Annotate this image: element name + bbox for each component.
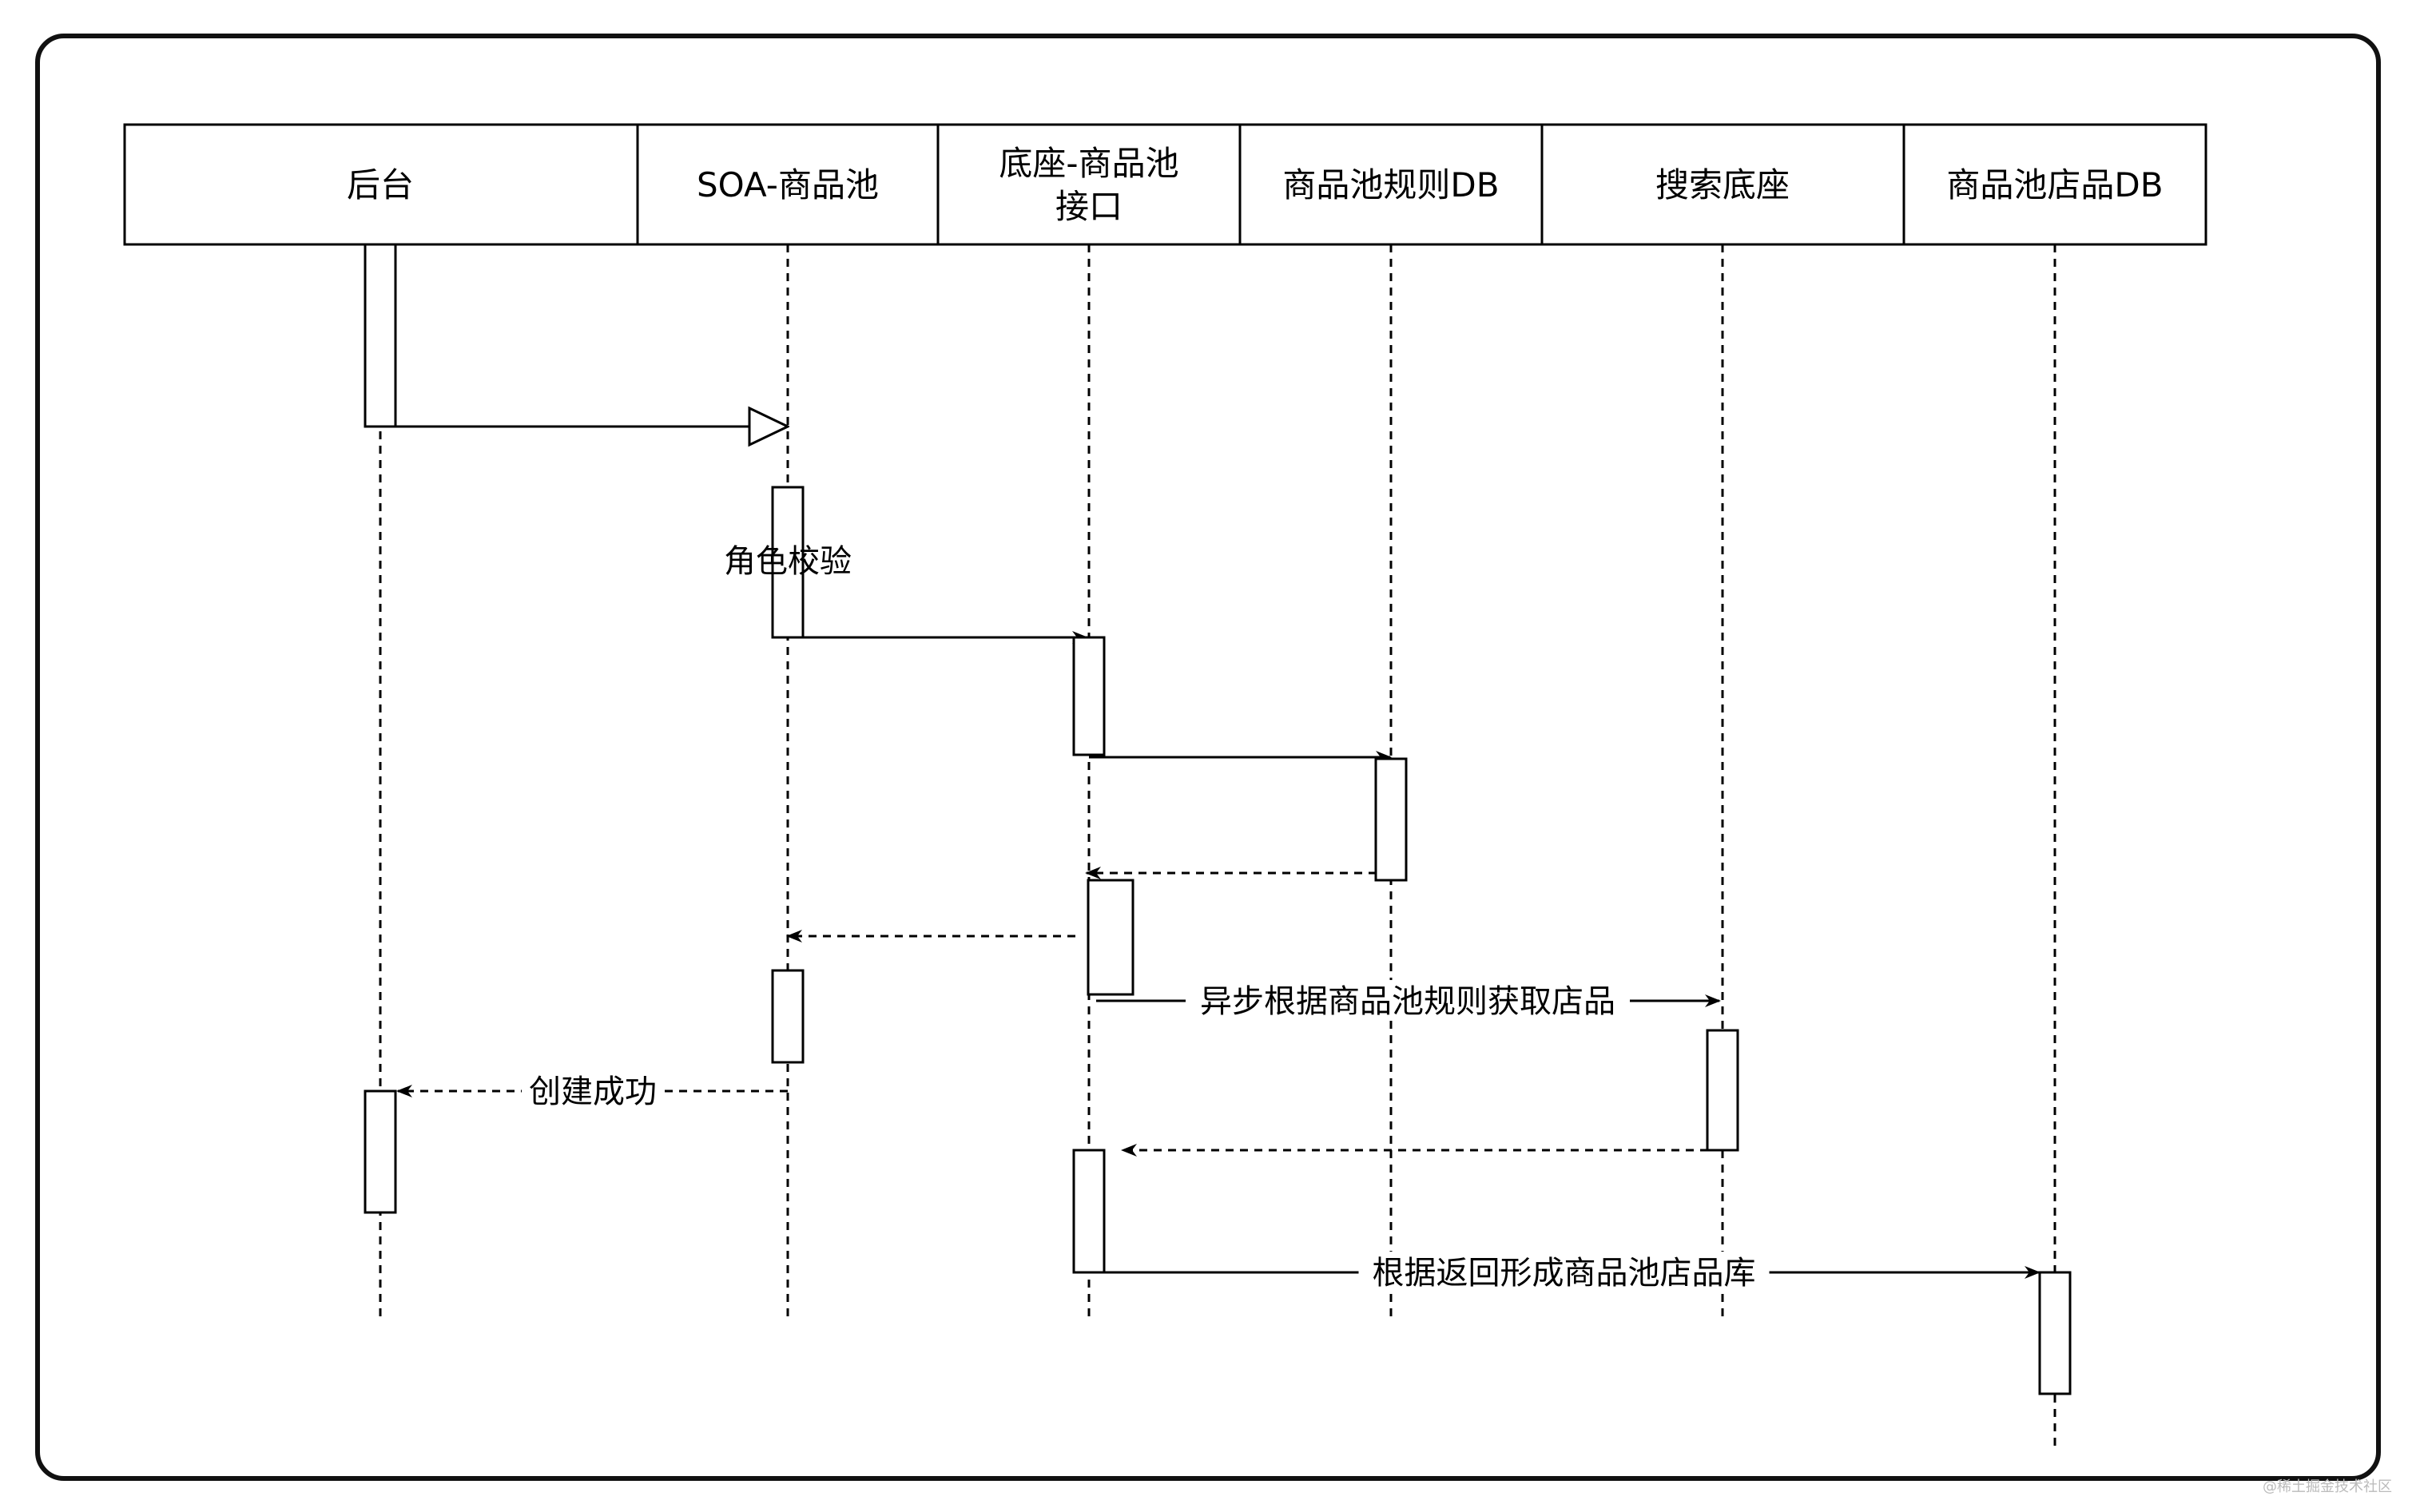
message-label-async-search: 异步根据商品池规则获取店品	[1200, 983, 1615, 1020]
watermark: @稀土掘金技术社区	[2263, 1478, 2392, 1495]
participant-label-backend: 后台	[347, 165, 414, 204]
participant-box-base_pool_api	[936, 123, 1242, 246]
lifelines	[379, 244, 2056, 1450]
message-label-build-store-lib: 根据返回形成商品池店品库	[1373, 1255, 1756, 1292]
activation-bar-search_base	[1706, 1029, 1739, 1152]
participant-box-pool_rule_db	[1238, 123, 1544, 246]
label-bg-create-success	[522, 1070, 664, 1110]
activation-bar-soa_pool	[771, 969, 805, 1064]
activation-bar-backend	[364, 243, 397, 428]
activation-bar-pool_rule_db	[1374, 757, 1408, 882]
participant-box-backend	[123, 123, 639, 246]
participant-label-base_pool_api: 接口	[1055, 187, 1123, 226]
activation-bar-base_pool_api	[1072, 636, 1106, 756]
participant-label-search_base: 搜索底座	[1655, 165, 1790, 204]
participant-box-search_base	[1540, 123, 1905, 246]
participant-label-pool_rule_db: 商品池规则DB	[1282, 165, 1499, 204]
activation-bar-base_pool_api	[1087, 879, 1134, 996]
note-role-check: 角色校验	[724, 543, 852, 580]
activation-bar-backend	[364, 1089, 397, 1214]
label-bg-build-store-lib	[1358, 1252, 1770, 1292]
participant-label-soa_pool: SOA-商品池	[697, 165, 879, 204]
participant-box-pool_store_db	[1902, 123, 2207, 246]
activation-bar-pool_store_db	[2038, 1271, 2072, 1395]
label-bg-async-search	[1186, 980, 1630, 1020]
participant-label-pool_store_db: 商品池店品DB	[1946, 165, 2163, 204]
activation-bar-base_pool_api	[1072, 1149, 1106, 1274]
messages	[380, 427, 2040, 1279]
message-label-create-success: 创建成功	[529, 1073, 657, 1110]
activation-bar-soa_pool	[771, 486, 805, 639]
activation-bars	[364, 243, 2072, 1395]
participant-label-base_pool_api: 底座-商品池	[999, 144, 1178, 183]
participant-box-soa_pool	[636, 123, 940, 246]
